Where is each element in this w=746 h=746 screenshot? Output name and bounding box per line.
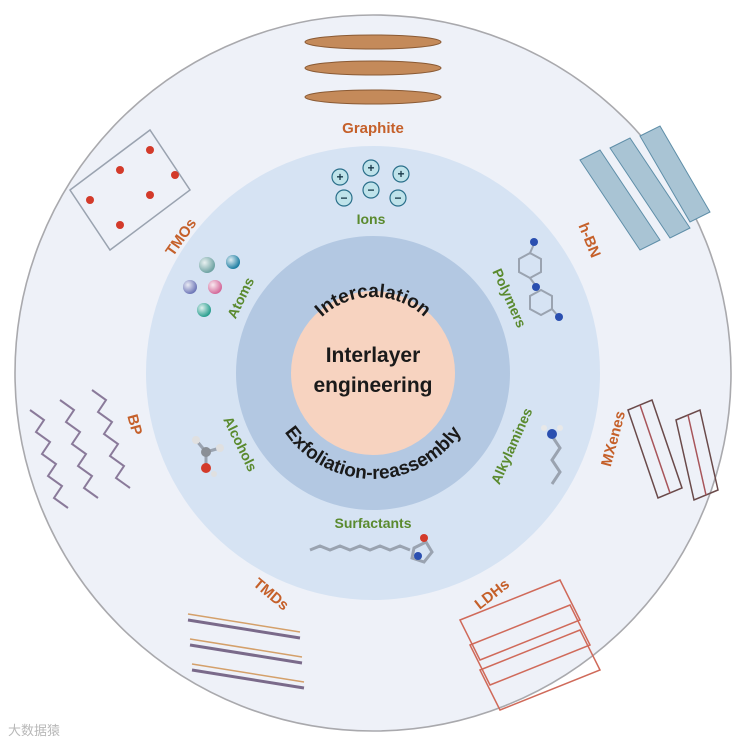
ions-label: Ions <box>357 211 386 227</box>
alkylamines-icon <box>541 425 563 485</box>
surfactants-label: Surfactants <box>334 515 411 531</box>
core-disk <box>291 291 455 455</box>
cation-sign: + <box>397 167 404 181</box>
cation-sign: + <box>336 170 343 184</box>
bp-label: BP <box>123 413 145 438</box>
center-title-line1: Interlayer <box>326 344 421 367</box>
tmds-icon <box>187 613 305 690</box>
anion-sign: − <box>394 191 401 205</box>
graphite-label: Graphite <box>342 120 404 137</box>
anion-sign: − <box>340 191 347 205</box>
bp-icon <box>29 389 131 509</box>
hbn-icon <box>579 125 711 251</box>
graphite-icon <box>304 34 442 105</box>
tmos-icon <box>68 128 192 252</box>
atoms-icon <box>183 255 240 317</box>
cation-sign: + <box>367 161 374 175</box>
ions-icon: + + + − − − <box>331 159 410 207</box>
mxenes-icon <box>627 398 719 502</box>
polymers-icon <box>518 238 563 321</box>
center-title-line2: engineering <box>313 374 432 397</box>
anion-sign: − <box>367 183 374 197</box>
ldhs-icon <box>458 579 602 711</box>
alcohols-icon <box>192 436 224 477</box>
watermark: 大数据猿 <box>8 724 61 739</box>
surfactants-icon <box>309 534 434 564</box>
